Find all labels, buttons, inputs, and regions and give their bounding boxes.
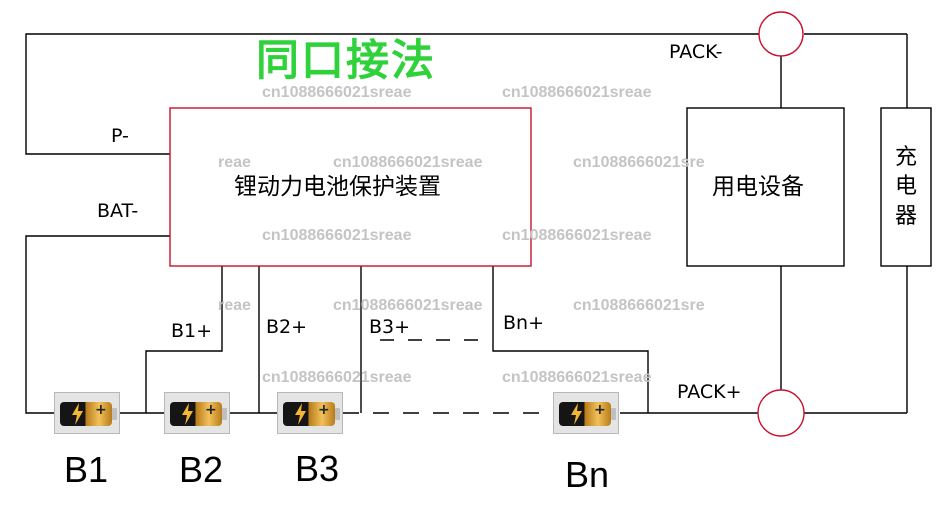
watermark: reae bbox=[218, 297, 251, 314]
cell-label: Bn bbox=[565, 454, 610, 495]
load-label: 用电设备 bbox=[712, 174, 804, 200]
cell-label: B1 bbox=[64, 449, 109, 490]
watermark: cn1088666021sreae bbox=[333, 297, 483, 314]
bat-minus-label: BAT- bbox=[97, 200, 139, 222]
wire-bn-plus bbox=[492, 266, 649, 413]
watermark: cn1088666021sreae bbox=[262, 369, 412, 386]
cell-label: B3 bbox=[295, 448, 340, 489]
battery-icon: + bbox=[164, 392, 230, 434]
b3-plus-label: B3+ bbox=[369, 316, 411, 338]
wire-bat-minus bbox=[25, 235, 170, 414]
watermark: cn1088666021sre bbox=[573, 298, 705, 314]
watermark: cn1088666021sreae bbox=[502, 369, 652, 386]
protection-board-box bbox=[169, 107, 532, 267]
battery-icon: + bbox=[54, 392, 120, 434]
watermark: cn1088666021sreae bbox=[333, 154, 483, 171]
watermark: cn1088666021sre bbox=[573, 155, 705, 171]
watermark: cn1088666021sreae bbox=[502, 84, 652, 101]
wire-b1-plus bbox=[145, 266, 223, 413]
pack-plus-label: PACK+ bbox=[677, 381, 742, 403]
charger-box bbox=[880, 107, 932, 267]
charger-char: 器 bbox=[894, 203, 917, 229]
diagram-title: 同口接法 bbox=[256, 36, 436, 86]
pack-minus-label: PACK- bbox=[669, 41, 723, 63]
charger-char: 充 bbox=[894, 145, 917, 171]
load-box bbox=[686, 107, 845, 267]
wire-pack-minus-loop bbox=[25, 33, 760, 155]
battery-icon: + bbox=[553, 392, 619, 434]
watermark: cn1088666021sreae bbox=[262, 227, 412, 244]
wires bbox=[25, 33, 908, 414]
bn-plus-label: Bn+ bbox=[503, 312, 544, 334]
cell-label: B2 bbox=[179, 449, 224, 490]
pack-plus-terminal bbox=[757, 389, 805, 437]
b1-plus-label: B1+ bbox=[171, 320, 213, 342]
charger-char: 电 bbox=[894, 174, 917, 200]
pack-minus-terminal bbox=[758, 11, 804, 57]
watermark: cn1088666021sreae bbox=[262, 84, 412, 101]
battery-icon: + bbox=[277, 392, 343, 434]
charger-label: 充 电 器 bbox=[881, 108, 931, 266]
watermark: reae bbox=[218, 154, 251, 171]
watermark: cn1088666021sreae bbox=[502, 227, 652, 244]
protection-board-label: 锂动力电池保护装置 bbox=[234, 174, 441, 200]
p-minus-label: P- bbox=[111, 125, 129, 147]
b2-plus-label: B2+ bbox=[266, 316, 308, 338]
